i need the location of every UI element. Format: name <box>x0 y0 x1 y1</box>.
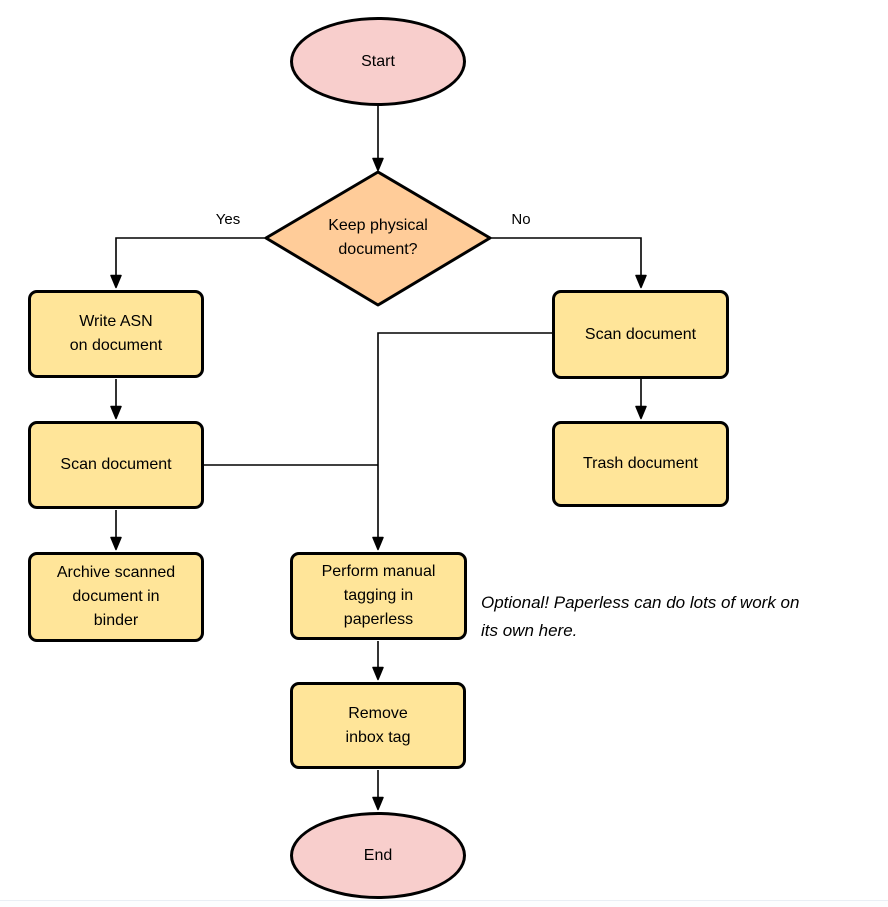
process-trash-document: Trash document <box>552 421 729 507</box>
edge-label-no: No <box>511 211 531 228</box>
optional-note-text: Optional! Paperless can do lots of work … <box>481 593 800 640</box>
start-node: Start <box>290 17 466 106</box>
process-remove-inbox-tag: Remove inbox tag <box>290 682 466 769</box>
process-archive-scanned-document: Archive scanned document in binder <box>28 552 204 642</box>
edge-decision-no-to-scan-right <box>490 237 647 289</box>
edge-scan-right-to-tagging <box>372 332 552 551</box>
decision-diamond-shape <box>264 170 492 307</box>
edge-decision-yes-to-write-asn <box>110 237 266 289</box>
process-write-asn-on-document: Write ASN on document <box>28 290 204 378</box>
process-scan-document-right: Scan document <box>552 290 729 379</box>
edge-label-yes: Yes <box>215 211 241 228</box>
process-scan-document-left: Scan document <box>28 421 204 509</box>
end-node: End <box>290 812 466 899</box>
canvas-bottom-edge <box>0 900 888 907</box>
process-perform-manual-tagging: Perform manual tagging in paperless <box>290 552 467 640</box>
decision-keep-physical-document-label: Keep physical document? <box>328 217 428 258</box>
